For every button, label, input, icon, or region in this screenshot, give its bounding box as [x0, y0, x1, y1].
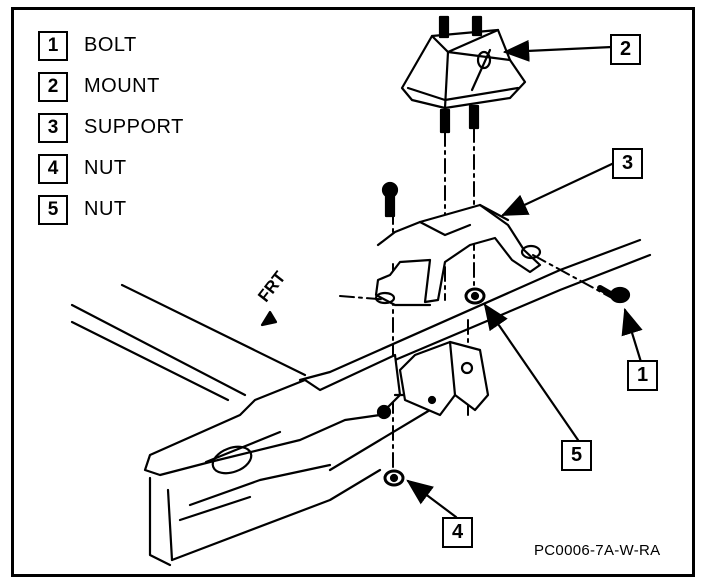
legend-number: 5: [38, 194, 68, 225]
frame-bracket: [376, 340, 490, 420]
engine-support-bracket: [374, 203, 542, 307]
legend-number: 4: [38, 153, 68, 184]
legend-number: 1: [38, 30, 68, 61]
bolt-right: [597, 285, 631, 304]
callout-nut-4: 4: [442, 517, 473, 548]
legend-number: 3: [38, 112, 68, 143]
legend-item-nut-5: 5 NUT: [38, 189, 184, 230]
nut-4: [383, 469, 405, 487]
figure-border: [11, 7, 695, 577]
legend-label: SUPPORT: [84, 116, 184, 138]
legend-item-bolt: 1 BOLT: [38, 25, 184, 66]
callout-support: 3: [612, 148, 643, 179]
callout-nut-5: 5: [561, 440, 592, 471]
legend-label: BOLT: [84, 34, 137, 56]
callout-mount: 2: [610, 34, 641, 65]
engine-mount: [400, 15, 527, 134]
legend-label: NUT: [84, 157, 127, 179]
legend-label: MOUNT: [84, 75, 160, 97]
leader-lines: [406, 39, 643, 519]
legend-item-mount: 2 MOUNT: [38, 66, 184, 107]
parts-legend: 1 BOLT 2 MOUNT 3 SUPPORT 4 NUT 5 NUT: [38, 25, 184, 230]
legend-item-support: 3 SUPPORT: [38, 107, 184, 148]
legend-number: 2: [38, 71, 68, 102]
figure-code: PC0006-7A-W-RA: [534, 542, 661, 559]
front-arrow-icon: [260, 310, 278, 327]
bolt-upper: [381, 181, 399, 218]
alignment-lines: [339, 127, 613, 471]
frame-rail: [70, 238, 652, 567]
nut-5: [464, 287, 486, 305]
callout-bolt: 1: [627, 360, 658, 391]
legend-label: NUT: [84, 198, 127, 220]
legend-item-nut-4: 4 NUT: [38, 148, 184, 189]
